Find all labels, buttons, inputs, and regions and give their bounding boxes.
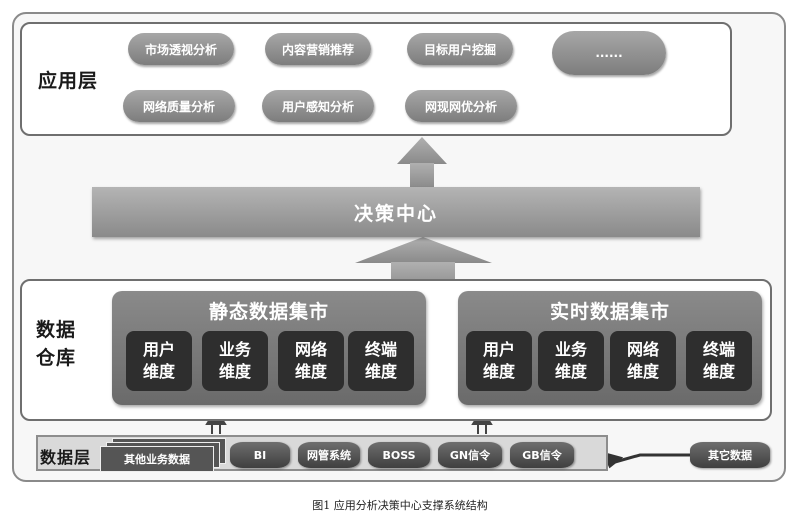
app-item-target-user-mining: 目标用户挖掘 bbox=[407, 33, 513, 65]
external-other-data: 其它数据 bbox=[690, 442, 770, 468]
arrow-up-to-decision-center bbox=[355, 237, 492, 263]
source-network-mgmt: 网管系统 bbox=[298, 442, 360, 468]
realtime-dim-business: 业务 维度 bbox=[538, 331, 604, 391]
static-dim-user: 用户 维度 bbox=[126, 331, 192, 391]
static-dim-business: 业务 维度 bbox=[202, 331, 268, 391]
static-dim-terminal: 终端 维度 bbox=[348, 331, 414, 391]
app-item-user-perception: 用户感知分析 bbox=[262, 90, 374, 122]
decision-center-bar: 决策中心 bbox=[92, 187, 700, 237]
static-dim-network: 网络 维度 bbox=[278, 331, 344, 391]
source-gb-signaling: GB信令 bbox=[510, 442, 574, 468]
realtime-dim-network: 网络 维度 bbox=[610, 331, 676, 391]
other-business-data: 其他业务数据 bbox=[100, 446, 214, 472]
data-warehouse-label: 数据 仓库 bbox=[36, 319, 77, 369]
app-item-market-analysis: 市场透视分析 bbox=[128, 33, 234, 65]
source-bi: BI bbox=[230, 442, 290, 468]
realtime-data-mart-title: 实时数据集市 bbox=[549, 301, 670, 323]
arrow-external-to-data-layer bbox=[602, 451, 690, 469]
app-item-network-optimization: 网现网优分析 bbox=[405, 90, 517, 122]
realtime-data-mart: 实时数据集市 用户 维度 业务 维度 网络 维度 终端 维度 bbox=[458, 291, 762, 405]
app-item-more: ...... bbox=[552, 31, 666, 75]
data-layer-label: 数据层 bbox=[40, 448, 92, 467]
realtime-dim-user: 用户 维度 bbox=[466, 331, 532, 391]
figure-caption: 图1 应用分析决策中心支撑系统结构 bbox=[312, 499, 488, 512]
static-data-mart: 静态数据集市 用户 维度 业务 维度 网络 维度 终端 维度 bbox=[112, 291, 426, 405]
source-gn-signaling: GN信令 bbox=[438, 442, 502, 468]
app-item-content-marketing: 内容营销推荐 bbox=[265, 33, 371, 65]
static-data-mart-title: 静态数据集市 bbox=[208, 301, 329, 323]
arrow-up-to-app-layer bbox=[397, 137, 447, 164]
realtime-dim-terminal: 终端 维度 bbox=[686, 331, 752, 391]
app-item-network-quality: 网络质量分析 bbox=[123, 90, 235, 122]
source-boss: BOSS bbox=[368, 442, 430, 468]
application-layer-label: 应用层 bbox=[38, 70, 99, 92]
